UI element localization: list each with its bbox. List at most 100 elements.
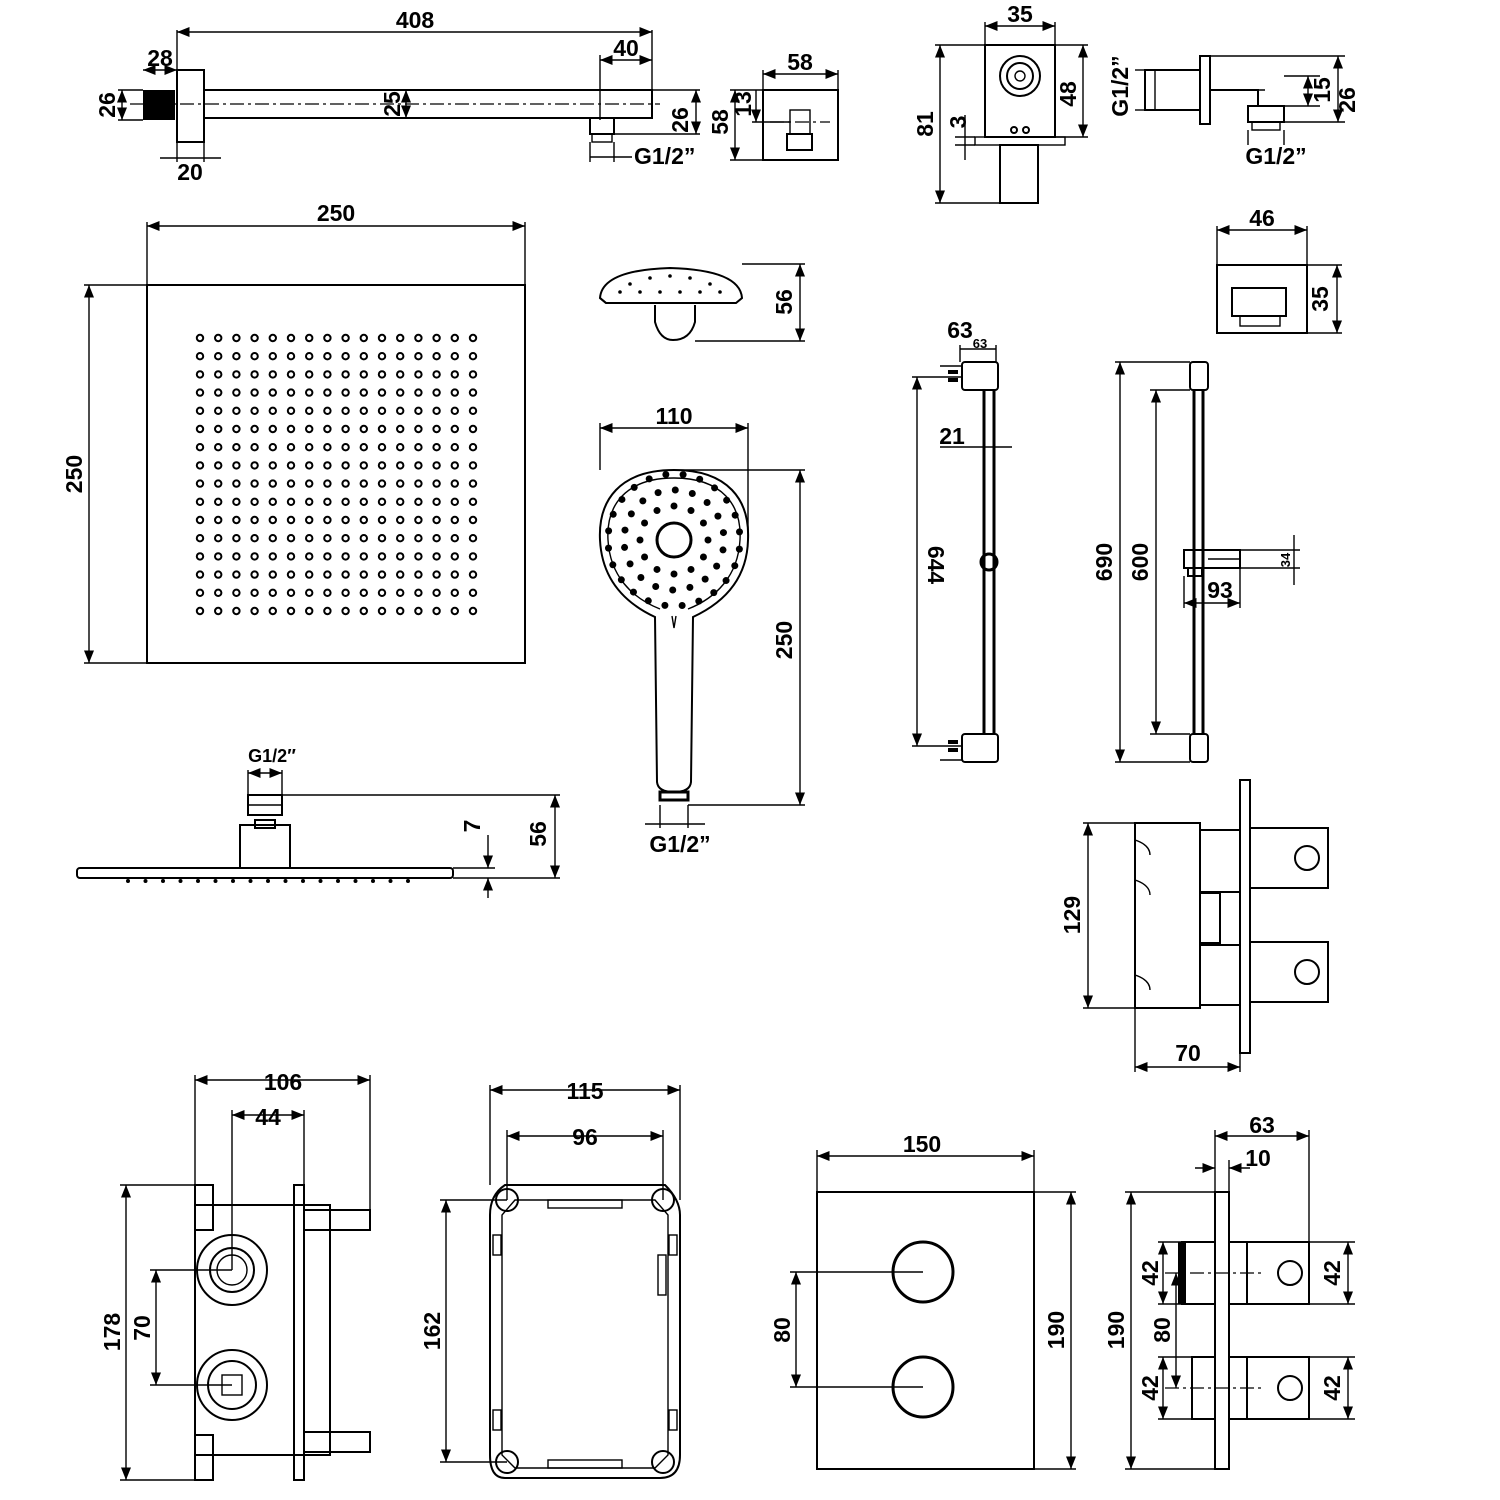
dim-elbow-offset: 13 [730, 91, 756, 117]
nozzle-dot [286, 406, 296, 415]
nozzle-dot [396, 552, 405, 561]
nozzle-dot [341, 570, 350, 579]
dim-valve-height: 129 [1059, 896, 1085, 934]
nozzle-dot [377, 443, 387, 452]
nozzle-dot [638, 290, 642, 294]
nozzle-dot [359, 515, 368, 525]
nozzle-dot [231, 879, 235, 883]
nozzle-dot [250, 588, 259, 597]
nozzle-dot [341, 479, 350, 488]
dim-rail-total: 690 [1091, 543, 1117, 581]
nozzle-dot [286, 588, 296, 597]
nozzle-dot [232, 443, 241, 452]
nozzle-dot [250, 606, 259, 616]
dim-hose-height: 35 [1307, 286, 1333, 312]
nozzle-dot [126, 879, 130, 883]
nozzle-dot [353, 879, 358, 883]
nozzle-dot [414, 461, 423, 470]
rail-front-view: 690 600 34 93 [1091, 361, 1300, 763]
nozzle-dot [450, 588, 459, 597]
nozzle-dot [468, 370, 478, 379]
nozzle-dot [214, 606, 223, 616]
nozzle-dot [323, 515, 332, 525]
nozzle-dot [713, 562, 721, 570]
dim-arm-tip-offset: 40 [613, 35, 639, 61]
overhead-shower-top-view: 250 250 [61, 200, 526, 664]
dim-box-front-height: 162 [419, 1312, 445, 1350]
nozzle-dot [432, 570, 441, 579]
nozzle-dot [195, 497, 205, 506]
nozzle-dot [432, 588, 441, 597]
nozzle-dot [719, 546, 727, 554]
box-side-view: 106 44 178 70 [99, 1069, 371, 1481]
nozzle-dot [268, 552, 277, 561]
nozzle-dot [414, 388, 423, 397]
nozzle-dot [414, 443, 423, 452]
dim-valve-depth: 70 [1175, 1040, 1201, 1066]
nozzle-dot [341, 497, 350, 506]
nozzle-dot [658, 290, 662, 294]
nozzle-dot [377, 479, 387, 488]
nozzle-dot [268, 443, 277, 452]
nozzle-dot [359, 588, 368, 597]
nozzle-dot [711, 484, 719, 492]
nozzle-dot [341, 515, 350, 525]
nozzle-dot [432, 479, 441, 488]
nozzle-dot [305, 606, 314, 616]
nozzle-dot [377, 370, 387, 379]
nozzle-dot [341, 461, 350, 470]
nozzle-dot [396, 570, 405, 579]
dim-arm-flange-width: 20 [177, 159, 203, 185]
nozzle-dot [232, 606, 241, 616]
nozzle-dot [323, 443, 332, 452]
nozzle-dot [359, 534, 368, 543]
nozzle-dot [468, 443, 478, 452]
nozzle-dot [432, 515, 441, 525]
dim-box-spacing: 44 [255, 1104, 281, 1130]
hand-shower-side-view: 56 [598, 263, 806, 342]
nozzle-dot [414, 424, 423, 434]
nozzle-dot [232, 479, 241, 488]
nozzle-dot [341, 552, 350, 561]
dim-plate-side-plate: 10 [1245, 1145, 1271, 1171]
nozzle-dot [468, 333, 478, 343]
dim-overhead-plate: 7 [459, 820, 485, 833]
nozzle-dot [286, 606, 296, 616]
nozzle-dot [232, 352, 241, 361]
nozzle-dot [671, 486, 679, 494]
nozzle-dot [195, 424, 205, 434]
nozzle-dot [468, 497, 478, 506]
hose-outlet-view: 46 35 [1216, 205, 1343, 334]
nozzle-dot [359, 352, 368, 361]
dim-box-front-width: 115 [566, 1078, 603, 1104]
plate-side-view: 63 10 190 42 80 42 42 42 [1103, 1112, 1355, 1470]
arm-thread-block [143, 90, 175, 120]
nozzle-dot [414, 552, 423, 561]
nozzle-dot [621, 543, 629, 551]
nozzle-dot [323, 388, 332, 397]
nozzle-dot [195, 388, 205, 397]
nozzle-dot [286, 497, 296, 506]
nozzle-dot [468, 424, 478, 434]
dim-overhead-height: 250 [61, 455, 87, 493]
nozzle-dot [214, 406, 223, 415]
nozzle-dot [468, 352, 478, 361]
nozzle-dot [341, 370, 350, 379]
dim-hose-width: 46 [1249, 205, 1275, 231]
nozzle-dot [628, 282, 632, 286]
nozzle-dot [323, 570, 332, 579]
dim-overhead-total: 56 [525, 821, 551, 847]
nozzle-dot [414, 406, 423, 415]
nozzle-dot [286, 352, 296, 361]
dim-plate-height: 190 [1043, 1311, 1069, 1349]
nozzle-dot [214, 352, 223, 361]
nozzle-dot [268, 570, 277, 579]
dim-hand-thread: G1/2” [649, 831, 710, 857]
nozzle-dot [377, 352, 387, 361]
nozzle-dot [371, 879, 375, 883]
nozzle-dot [722, 577, 730, 585]
nozzle-dot [232, 370, 241, 379]
nozzle-dot [214, 534, 223, 543]
nozzle-dot [396, 406, 405, 415]
overhead-shower-side-view: G1/2″ 7 56 [76, 746, 561, 898]
